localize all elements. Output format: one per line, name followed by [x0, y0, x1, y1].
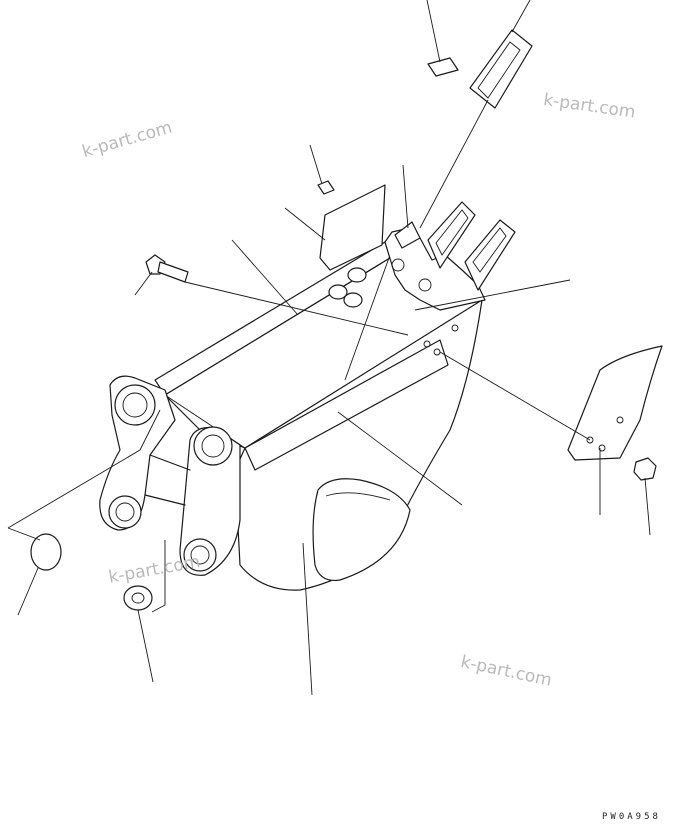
exploded-tooth — [469, 29, 533, 109]
cavity-inner-edge — [325, 492, 391, 501]
tooth-adapter — [394, 221, 421, 249]
side-cutter-hole — [586, 436, 594, 444]
bucket-front-lip — [244, 339, 449, 471]
leader-line — [644, 477, 651, 536]
leader-line — [137, 609, 154, 683]
bracket-crossmember — [149, 454, 191, 471]
leader-line — [231, 239, 299, 316]
side-cutter-hole — [598, 444, 606, 452]
leader-line — [151, 540, 166, 613]
bucket-body — [154, 241, 483, 591]
leader-line — [439, 351, 591, 441]
leader-line — [511, 0, 531, 33]
tooth-slot — [472, 227, 507, 273]
boss-holes — [328, 267, 459, 356]
edge-pin-hole — [418, 278, 432, 292]
rear-lower-bore — [115, 502, 135, 522]
bracket-crossmember — [144, 494, 186, 506]
leader-line — [426, 0, 441, 63]
rear-lower-boss — [108, 495, 142, 529]
front-bracket-bore — [201, 434, 225, 458]
leader-line — [419, 99, 489, 229]
front-bracket-plate — [179, 426, 241, 576]
leader-line — [302, 542, 313, 696]
rear-bracket-boss — [114, 384, 156, 426]
figure-code: PW0A958 — [602, 812, 661, 822]
bucket-side-cavity — [312, 478, 411, 582]
leader-line — [7, 409, 161, 529]
inner-rib — [344, 254, 391, 381]
boss — [343, 292, 363, 308]
cutting-edge-assembly — [319, 184, 516, 311]
bolt-hole — [423, 340, 431, 348]
bucket-tooth — [464, 219, 516, 291]
boss — [328, 284, 348, 300]
lock-pin — [427, 57, 459, 77]
leader-line — [17, 567, 39, 616]
leader-line — [337, 411, 463, 506]
front-bracket-boss — [193, 426, 233, 466]
side-cutter — [567, 345, 663, 461]
small-retainer — [317, 180, 335, 195]
side-shroud — [319, 184, 386, 271]
leader-line — [134, 271, 153, 296]
leader-line — [309, 144, 323, 185]
leader-line — [284, 207, 326, 241]
leader-lines — [7, 0, 651, 696]
bolt-hole — [451, 324, 459, 332]
hex-nut — [633, 457, 657, 481]
boss — [347, 267, 367, 283]
leader-line — [402, 164, 409, 229]
washer — [123, 585, 153, 611]
rear-bracket-bore — [122, 392, 148, 418]
shim-disc — [30, 533, 62, 571]
edge-pin-hole — [391, 258, 405, 272]
leader-line — [7, 527, 41, 541]
bolt — [145, 254, 189, 283]
bolt-shank — [157, 261, 189, 283]
washer-bore — [131, 592, 145, 604]
leader-line — [414, 279, 571, 311]
mounting-brackets — [99, 375, 241, 576]
side-cutter-hole — [616, 416, 624, 424]
tooth-slot — [435, 209, 469, 256]
front-lower-boss — [183, 538, 217, 572]
detached-parts — [30, 29, 663, 611]
exploded-tooth-slot — [477, 41, 521, 99]
leader-line — [184, 281, 409, 336]
front-lower-bore — [190, 545, 210, 565]
